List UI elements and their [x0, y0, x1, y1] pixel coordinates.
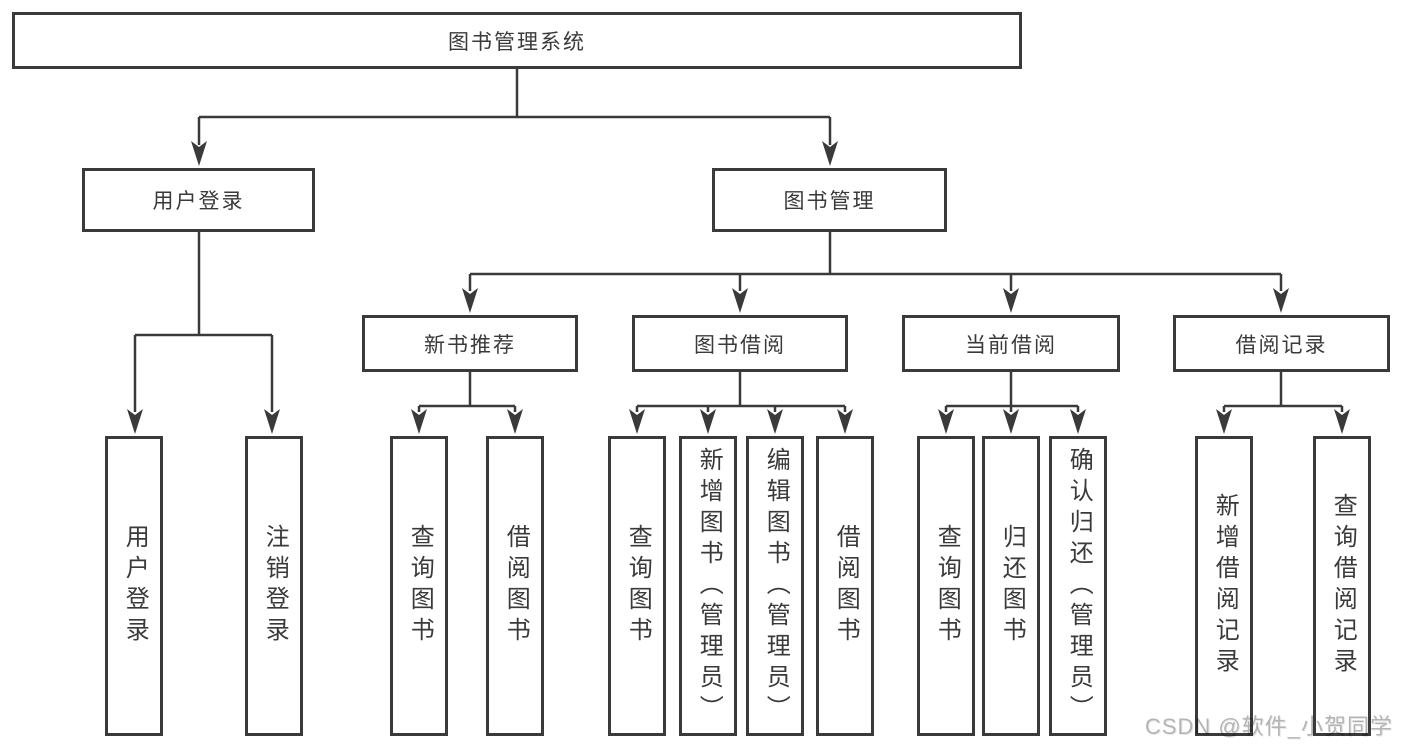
node-borrow-records: 借阅记录: [1173, 315, 1390, 372]
leaf-label: 查询借阅记录: [1329, 493, 1357, 679]
leaf-query-books-recommend: 查询图书: [390, 436, 448, 736]
leaf-logout: 注销登录: [245, 436, 303, 736]
connector-borrow-record-to-leaves: [1222, 372, 1344, 412]
leaf-borrow-books-recommend: 借阅图书: [486, 436, 544, 736]
arrow-down-icon: [127, 409, 143, 434]
arrow-down-icon: [1216, 409, 1232, 434]
leaf-label: 借阅图书: [832, 524, 860, 648]
arrow-down-icon: [462, 288, 478, 313]
leaf-label: 新增图书（管理员）: [695, 446, 723, 726]
arrow-down-icon: [732, 288, 748, 313]
csdn-watermark: CSDN @软件_小贺同学: [1144, 714, 1393, 739]
leaf-return-book: 归还图书: [982, 436, 1040, 736]
node-root: 图书管理系统: [12, 12, 1022, 69]
leaf-query-books-current: 查询图书: [917, 436, 975, 736]
arrow-down-icon: [1003, 288, 1019, 313]
arrow-down-icon: [837, 409, 853, 434]
node-new-book-recommend: 新书推荐: [362, 315, 578, 372]
arrow-down-icon: [191, 141, 207, 166]
node-current-borrow-label: 当前借阅: [965, 333, 1057, 357]
arrow-down-icon: [822, 141, 838, 166]
arrow-down-icon: [507, 409, 523, 434]
arrow-down-icon: [1334, 409, 1350, 434]
leaf-label: 用户登录: [121, 524, 149, 648]
arrow-down-icon: [1003, 409, 1019, 434]
leaf-label: 新增借阅记录: [1211, 493, 1239, 679]
leaf-query-books-borrow: 查询图书: [608, 436, 666, 736]
arrow-down-icon: [1273, 288, 1289, 313]
node-current-borrow: 当前借阅: [902, 315, 1120, 372]
node-book-borrow: 图书借阅: [632, 315, 848, 372]
connector-book-borrow-to-leaves: [635, 372, 847, 412]
arrow-down-icon: [938, 409, 954, 434]
leaf-label: 查询图书: [406, 524, 434, 648]
arrow-down-icon: [411, 409, 427, 434]
node-book-management-label: 图书管理: [783, 190, 876, 213]
node-book-management: 图书管理: [712, 168, 947, 232]
leaf-label: 查询图书: [933, 524, 961, 648]
leaf-confirm-return-admin: 确认归还（管理员）: [1049, 436, 1107, 736]
leaf-label: 借阅图书: [502, 524, 530, 648]
node-user-login: 用户登录: [82, 168, 315, 232]
leaf-borrow-books-2: 借阅图书: [816, 436, 874, 736]
node-borrow-records-label: 借阅记录: [1235, 333, 1328, 357]
arrow-down-icon: [1070, 409, 1086, 434]
connector-book-management-to-level3: [468, 232, 1283, 291]
leaf-label: 查询图书: [624, 524, 652, 648]
leaf-user-login: 用户登录: [105, 436, 163, 736]
leaf-label: 确认归还（管理员）: [1065, 446, 1093, 726]
arrow-down-icon: [629, 409, 645, 434]
leaf-label: 归还图书: [998, 524, 1026, 648]
arrow-down-icon: [700, 409, 716, 434]
leaf-add-borrow-record: 新增借阅记录: [1195, 436, 1253, 736]
node-new-book-recommend-label: 新书推荐: [424, 333, 516, 357]
connector-user-login-to-leaves: [133, 232, 274, 412]
leaf-add-book-admin: 新增图书（管理员）: [679, 436, 737, 736]
leaf-edit-book-admin: 编辑图书（管理员）: [746, 436, 804, 736]
connector-new-book-to-leaves: [417, 372, 517, 412]
node-user-login-label: 用户登录: [152, 190, 245, 213]
leaf-label: 编辑图书（管理员）: [762, 446, 790, 726]
node-book-borrow-label: 图书借阅: [694, 333, 786, 357]
arrow-down-icon: [264, 409, 280, 434]
connector-root-to-level2: [197, 69, 832, 145]
arrow-down-icon: [767, 409, 783, 434]
connector-current-borrow-to-leaves: [944, 372, 1080, 412]
leaf-label: 注销登录: [261, 524, 289, 648]
node-root-label: 图书管理系统: [448, 30, 586, 54]
leaf-query-borrow-record: 查询借阅记录: [1313, 436, 1371, 736]
